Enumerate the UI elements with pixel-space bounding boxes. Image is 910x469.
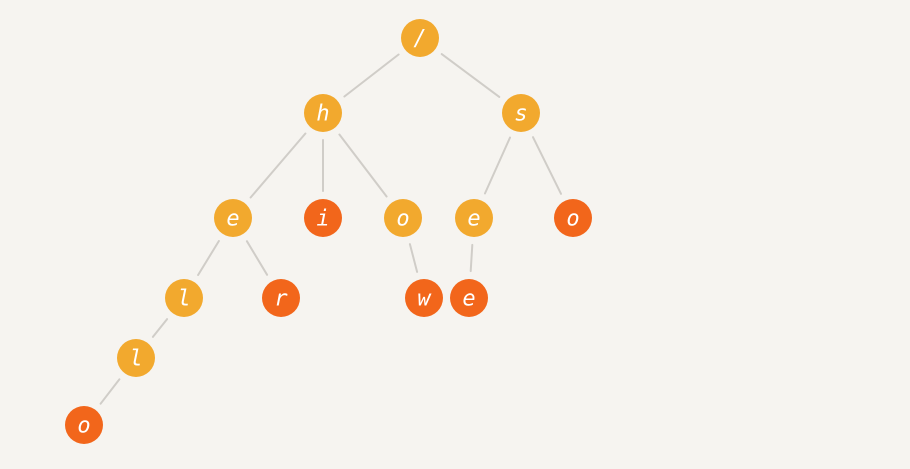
edge-s-so <box>532 136 562 195</box>
node-label-s: s <box>514 102 527 127</box>
edge-he-her <box>245 240 269 276</box>
node-circle-hel <box>165 279 203 317</box>
node-label-how: w <box>417 287 432 312</box>
node-circle-ho <box>384 199 422 237</box>
trie-node-h: h <box>304 94 342 132</box>
trie-node-how: w <box>405 279 443 317</box>
trie-node-se: e <box>455 199 493 237</box>
node-label-hi: i <box>316 207 329 232</box>
trie-node-see: e <box>450 279 488 317</box>
node-circle-se <box>455 199 493 237</box>
node-circle-hell <box>117 339 155 377</box>
edge-root-h <box>343 53 400 98</box>
node-label-h: h <box>316 102 329 127</box>
edge-h-he <box>249 132 307 199</box>
node-label-hello: o <box>77 414 90 439</box>
trie-node-hello: o <box>65 406 103 444</box>
node-label-he: e <box>226 207 239 232</box>
trie-node-root: / <box>401 19 439 57</box>
edge-ho-how <box>408 243 419 273</box>
edge-hel-hell <box>151 318 169 338</box>
node-label-ho: o <box>396 207 409 232</box>
edge-s-se <box>484 136 511 195</box>
trie-node-s: s <box>502 94 540 132</box>
node-group: / h s e i o e o l r w e l o <box>65 19 592 444</box>
trie-node-hel: l <box>165 279 203 317</box>
node-circle-how <box>405 279 443 317</box>
node-circle-s <box>502 94 540 132</box>
node-circle-h <box>304 94 342 132</box>
node-circle-he <box>214 199 252 237</box>
trie-node-her: r <box>262 279 300 317</box>
node-label-se: e <box>467 207 480 232</box>
node-circle-see <box>450 279 488 317</box>
node-circle-hello <box>65 406 103 444</box>
node-label-her: r <box>274 287 288 312</box>
edge-he-hel <box>197 240 220 276</box>
edge-hell-hello <box>99 378 121 405</box>
edge-group <box>99 53 562 405</box>
node-label-so: o <box>566 207 579 232</box>
node-label-see: e <box>462 287 475 312</box>
node-circle-her <box>262 279 300 317</box>
node-circle-root <box>401 19 439 57</box>
trie-node-hi: i <box>304 199 342 237</box>
node-label-hel: l <box>177 287 190 312</box>
node-circle-hi <box>304 199 342 237</box>
edge-root-s <box>440 53 501 98</box>
node-circle-so <box>554 199 592 237</box>
trie-node-hell: l <box>117 339 155 377</box>
trie-node-he: e <box>214 199 252 237</box>
trie-node-ho: o <box>384 199 422 237</box>
trie-node-so: o <box>554 199 592 237</box>
node-label-root: / <box>413 27 426 52</box>
edge-se-see <box>469 243 474 273</box>
node-label-hell: l <box>129 347 142 372</box>
edge-h-ho <box>338 133 388 198</box>
